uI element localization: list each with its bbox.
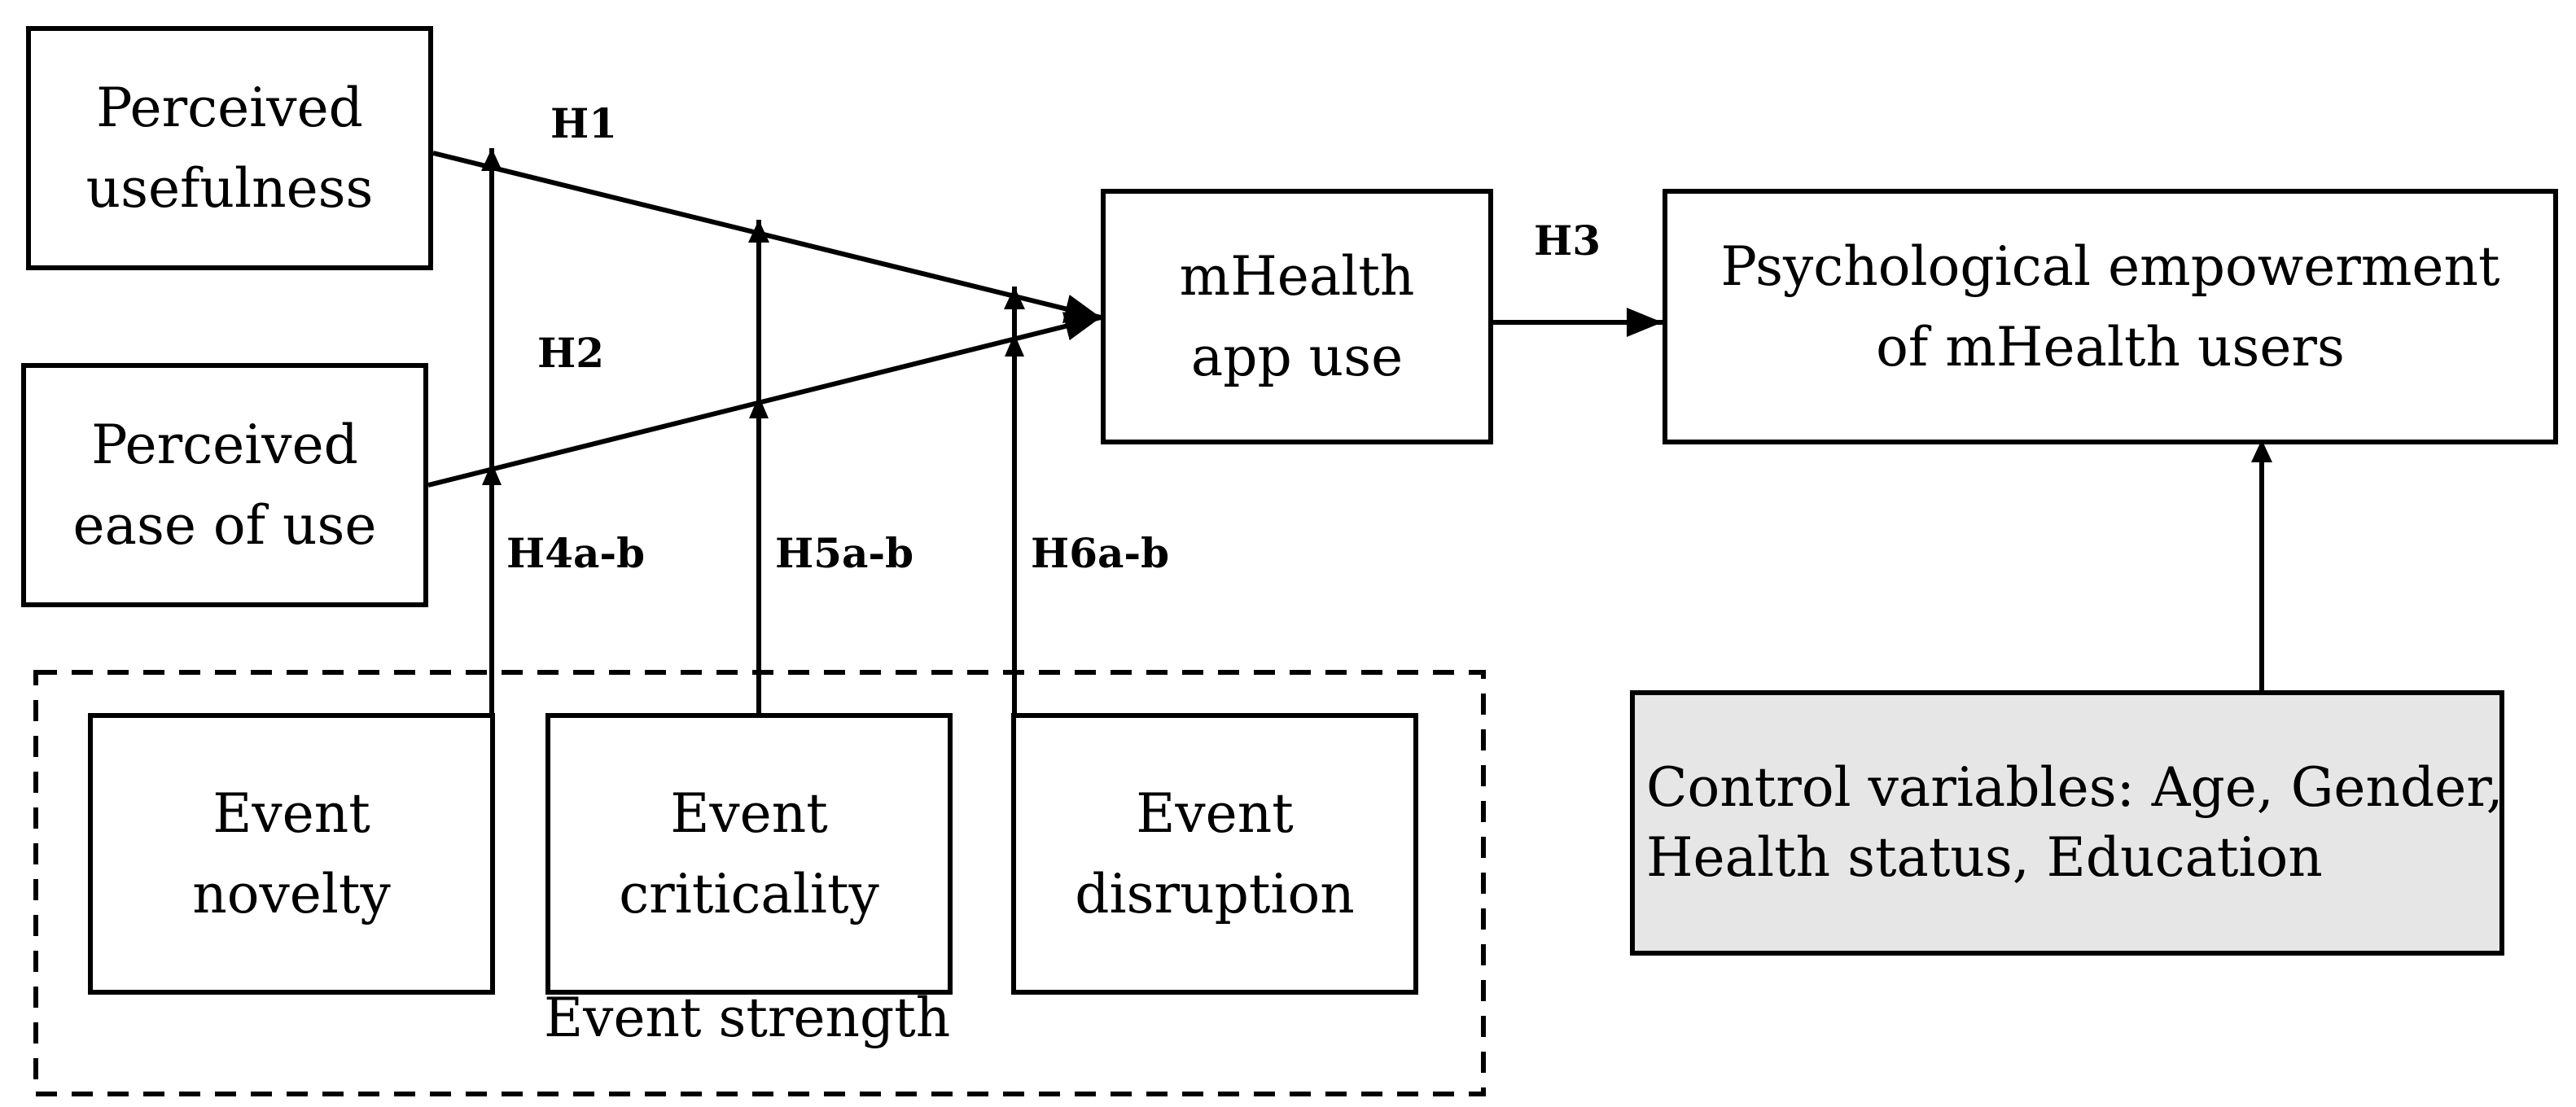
perceived-usefulness-line1: Perceived [96,77,363,139]
control-variables-box: Control variables: Age, Gender, Health s… [1630,690,2504,956]
perceived-usefulness-box: Perceived usefulness [26,26,433,270]
h2-path [427,312,1102,488]
mhealth-app-use-line2: app use [1190,326,1404,388]
hypothesis-h4-label: H4a-b [506,529,646,577]
h6-arrowhead-ease [1005,334,1024,357]
hypothesis-h6-label: H6a-b [1031,529,1170,577]
event-novelty-line1: Event [212,782,370,845]
hypothesis-h1-label: H1 [550,99,618,147]
event-criticality-box: Event criticality [545,713,953,995]
hypothesis-h3-label: H3 [1534,217,1601,265]
hypothesis-h5-label: H5a-b [775,529,914,577]
event-criticality-line2: criticality [619,863,879,925]
h4-arrowhead-ease [482,462,502,485]
event-novelty-box: Event novelty [88,713,495,995]
event-novelty-line2: novelty [192,863,391,925]
h1-path [432,151,1102,323]
mhealth-app-use-line1: mHealth [1179,245,1415,308]
control-variables-line1: Control variables: Age, Gender, [1646,756,2504,820]
event-criticality-line1: Event [670,782,828,845]
event-disruption-box: Event disruption [1011,713,1418,995]
event-disruption-line2: disruption [1075,863,1355,925]
psychological-empowerment-line1: Psychological empowerment [1720,235,2500,298]
psychological-empowerment-line2: of mHealth users [1876,316,2345,378]
control-variables-line2: Health status, Education [1646,826,2323,889]
perceived-ease-of-use-line2: ease of use [72,494,377,557]
hypothesis-h2-label: H2 [537,329,605,377]
event-strength-label: Event strength [544,987,951,1049]
mhealth-app-use-box: mHealth app use [1101,189,1493,444]
h5-arrowhead-ease [749,396,769,418]
perceived-ease-of-use-box: Perceived ease of use [21,363,428,607]
perceived-ease-of-use-line1: Perceived [91,413,358,476]
psychological-empowerment-box: Psychological empowerment of mHealth use… [1663,189,2558,444]
event-disruption-line1: Event [1136,782,1294,845]
perceived-usefulness-line2: usefulness [85,157,374,220]
